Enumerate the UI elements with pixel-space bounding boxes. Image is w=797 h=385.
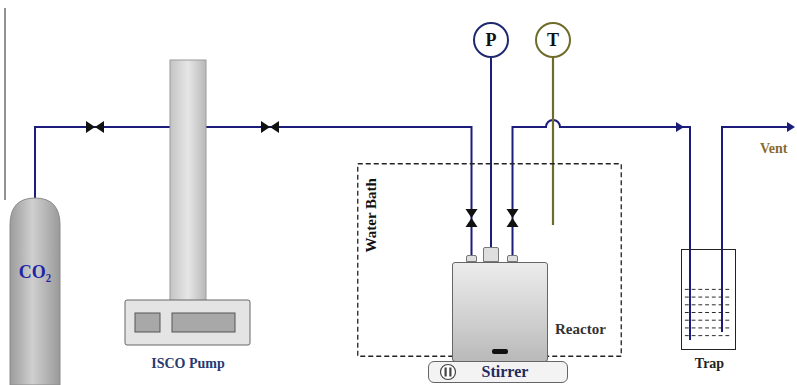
pipe-line [35, 127, 170, 198]
gauge-letter: P [486, 31, 497, 49]
pipe-line [206, 127, 472, 255]
knob-bar [449, 368, 451, 377]
frame-line [5, 8, 6, 200]
valve [466, 218, 478, 227]
pipe-connector [206, 127, 472, 255]
stir-bar [492, 349, 508, 354]
cylinder-body [10, 198, 60, 385]
pipe-line [490, 58, 492, 247]
valve [270, 121, 279, 133]
pipe-connector [491, 58, 492, 247]
vent-pipe [722, 127, 788, 332]
pump-display [135, 313, 160, 332]
dip-tube [689, 249, 691, 340]
valves [86, 121, 519, 227]
pressure-gauge: P [473, 22, 509, 58]
liquid-line [685, 327, 729, 328]
trap-label: Trap [662, 356, 757, 372]
stirrer-icon [439, 363, 457, 381]
liquid-line [685, 335, 729, 336]
arrowhead [676, 122, 684, 132]
water-bath: Water BathReactor [357, 163, 622, 357]
gas-cylinder: CO₂ [8, 198, 62, 385]
liquid-line [685, 320, 729, 321]
stirrer-box: Stirrer [428, 361, 568, 383]
trap-vessel: Trap [681, 249, 736, 350]
thermometer: T [535, 22, 571, 58]
reactor-vessel: Reactor [452, 262, 548, 362]
reactor-port [466, 255, 477, 262]
valve [86, 121, 95, 133]
stirrer-label: Stirrer [482, 363, 529, 381]
liquid-line [685, 304, 729, 305]
cylinder-drawing [8, 198, 62, 385]
valve [261, 121, 270, 133]
reactor-port [507, 255, 518, 262]
valve [507, 209, 519, 218]
knob [441, 365, 456, 380]
valve [466, 209, 478, 218]
valve [95, 121, 104, 133]
trap-liquid [682, 250, 735, 349]
pump-display [172, 313, 235, 332]
reactor-label: Reactor [555, 321, 606, 338]
valve [507, 218, 519, 227]
pump-label: ISCO Pump [122, 356, 254, 372]
vent-label: Vent [760, 141, 788, 157]
gauge-letter: T [547, 31, 559, 49]
knob-bar [445, 368, 447, 377]
bath-label: Water Bath [363, 178, 380, 252]
pump-drawing [122, 58, 254, 348]
pump-column [170, 60, 206, 302]
liquid-line [685, 297, 729, 298]
pipe-line [513, 120, 691, 255]
gas-label: CO₂ [19, 262, 51, 283]
pipe-connector [35, 127, 170, 198]
liquid-line [685, 289, 729, 290]
thermo-probe [552, 58, 554, 225]
liquid-line [685, 312, 729, 313]
reactor-port [483, 247, 499, 262]
syringe-pump: ISCO Pump [122, 58, 254, 348]
pipe-connector [513, 120, 691, 255]
pump-base [125, 300, 250, 345]
vent-arrowhead [787, 122, 795, 132]
